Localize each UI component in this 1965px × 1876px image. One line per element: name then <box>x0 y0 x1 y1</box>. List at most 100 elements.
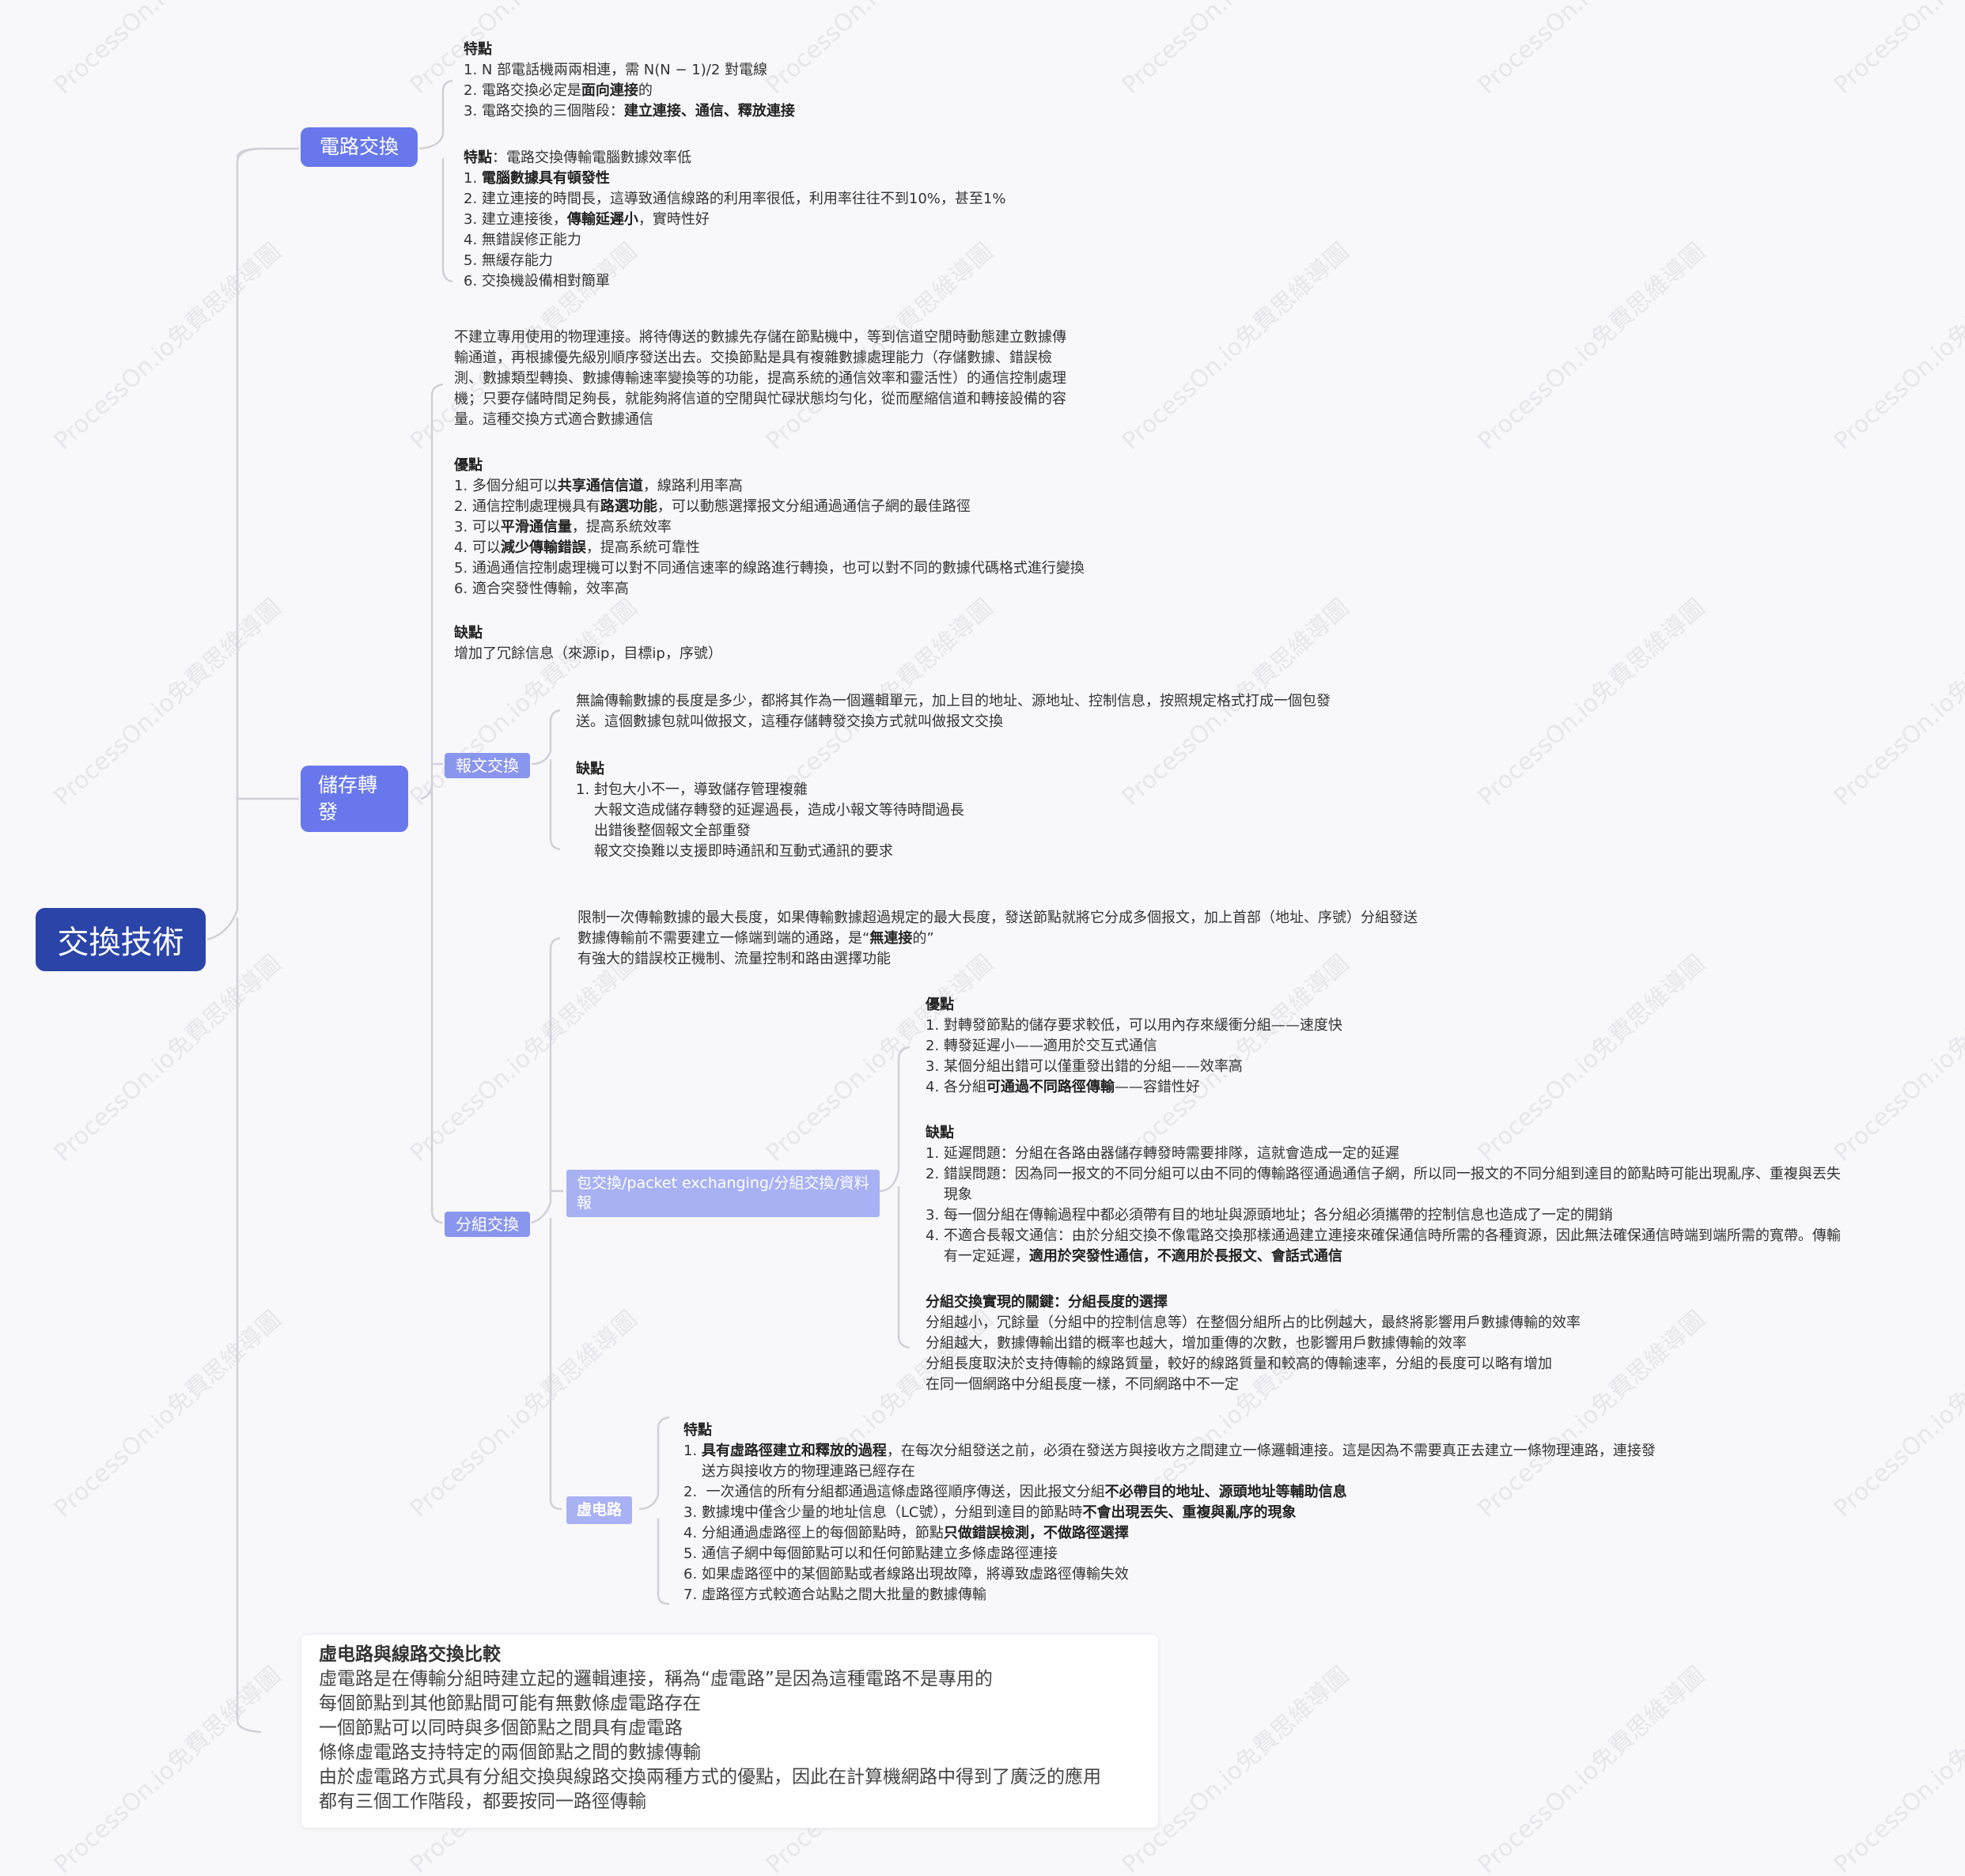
text-segment: 4. 各分組 <box>926 1079 986 1095</box>
bold-segment: 傳輸延遲小 <box>566 211 638 228</box>
text-segment: 5. 無緩存能力 <box>464 252 553 269</box>
store-forward-intro: 不建立專用使用的物理連接。將待傳送的數據先存儲在節點機中，等到信道空閒時動態建立… <box>454 327 1066 430</box>
text-line: 優點 <box>926 995 1342 1016</box>
text-line: 5. 通信子網中每個節點可以和任何節點建立多條虛路徑連接 <box>683 1544 1656 1564</box>
text-line: 3. 建立連接後，傳輸延遲小，實時性好 <box>464 210 1005 230</box>
text-line: 2. 轉發延遲小——適用於交互式通信 <box>926 1036 1342 1057</box>
text-segment: 1. <box>683 1443 702 1459</box>
virtual-circuit-node[interactable]: 虛电路 <box>566 1496 633 1524</box>
watermark-text: ProcessOn.io免費思維導圖 <box>49 1662 286 1876</box>
text-segment: 4. 無錯誤修正能力 <box>464 232 581 248</box>
text-line: 缺點 <box>576 759 964 780</box>
watermark-text: ProcessOn.io免費思維導圖 <box>49 594 286 811</box>
text-segment: 6. 交換機設備相對簡單 <box>464 273 610 289</box>
watermark-text: ProcessOn.io免費思維導圖 <box>1117 238 1354 456</box>
circuit-switching-label: 電路交換 <box>320 135 399 158</box>
text-line: 有一定延遲，適用於突發性通信，不適用於長报文、會話式通信 <box>926 1246 1841 1267</box>
text-segment: 條條虛電路支持特定的兩個節點之間的數據傳輸 <box>319 1742 701 1763</box>
text-segment: 2. 一次通信的所有分組都通過這條虛路徑順序傳送，因此报文分組 <box>683 1484 1105 1500</box>
bold-segment: 減少傳輸錯誤 <box>500 539 586 556</box>
text-segment: 都有三個工作階段，都要按同一路徑傳輸 <box>319 1791 646 1812</box>
connector-root-store <box>236 790 299 800</box>
bold-segment: 建立連接、通信、釋放連接 <box>623 103 795 119</box>
text-segment: 1. 延遲問題：分組在各路由器儲存轉發時需要排隊，這就會造成一定的延遲 <box>926 1145 1399 1162</box>
message-switching-node[interactable]: 報文交換 <box>445 753 530 778</box>
bold-segment: 電腦數據具有頓發性 <box>481 170 610 187</box>
watermark-text: ProcessOn.io免費思維導圖 <box>1473 594 1710 811</box>
watermark-text: ProcessOn.io免費思維導圖 <box>1117 0 1354 100</box>
root-node[interactable]: 交換技術 <box>36 908 206 971</box>
text-line: 4. 各分組可通過不同路徑傳輸——容錯性好 <box>926 1077 1342 1098</box>
text-line: 4. 可以減少傳輸錯誤，提高系統可靠性 <box>454 538 1085 558</box>
circuit-switching-node[interactable]: 電路交換 <box>301 127 418 167</box>
text-line: 都有三個工作階段，都要按同一路徑傳輸 <box>319 1790 1141 1814</box>
text-segment: 報文交換難以支援即時通訊和互動式通訊的要求 <box>576 843 893 860</box>
packet-switching-node[interactable]: 分組交換 <box>445 1212 530 1237</box>
text-line: 5. 通過通信控制處理機可以對不同通信速率的線路進行轉換，也可以對不同的數據代碼… <box>454 558 1085 579</box>
text-line: 7. 虛路徑方式較適合站點之間大批量的數據傳輸 <box>683 1585 1656 1606</box>
watermark-text: ProcessOn.io免費思維導圖 <box>1829 1662 1965 1876</box>
connector-message <box>531 709 561 851</box>
bold-segment: 無連接 <box>869 930 913 947</box>
text-segment: 3. 電路交換的三個階段： <box>464 103 624 119</box>
bold-segment: 具有虛路徑建立和釋放的過程 <box>701 1443 887 1459</box>
text-segment: 2. 電路交換必定是 <box>464 82 581 99</box>
store-forward-node[interactable]: 儲存轉發 <box>301 766 408 832</box>
comparison-callout[interactable]: 虛电路與線路交換比較虛電路是在傳輸分組時建立起的邏輯連接，稱為“虛電路”是因為這… <box>301 1634 1159 1829</box>
text-segment: 2. 轉發延遲小——適用於交互式通信 <box>926 1038 1157 1054</box>
datagram-node[interactable]: 包交換/packet exchanging/分組交換/資料報 <box>566 1170 880 1217</box>
text-line: 6. 如果虛路徑中的某個節點或者線路出現故障，將導致虛路徑傳輸失效 <box>683 1564 1656 1585</box>
text-line: 2. 通信控制處理機具有路選功能，可以動態選擇报文分組通過通信子網的最佳路徑 <box>454 497 1085 517</box>
text-segment: ，實時性好 <box>638 211 710 228</box>
bold-segment: 不會出現丟失、重複與亂序的現象 <box>1082 1504 1297 1521</box>
text-segment: ：電路交換傳輸電腦數據效率低 <box>492 149 691 166</box>
text-line: 1. 多個分組可以共享通信信道，線路利用率高 <box>454 476 1085 497</box>
text-segment: 送方與接收方的物理連路已經存在 <box>683 1463 915 1480</box>
bold-segment: 面向連接 <box>581 82 638 99</box>
text-line: 在同一個網路中分組長度一樣，不同網路中不一定 <box>926 1375 1581 1395</box>
connector-virtual <box>638 1416 670 1606</box>
watermark-text: ProcessOn.io免費思維導圖 <box>1829 238 1965 456</box>
text-line: 測、數據類型轉換、數據傳輸速率變換等的功能，提高系統的通信效率和靈活性）的通信控… <box>454 369 1066 389</box>
bold-segment: 特點 <box>464 149 492 166</box>
text-segment: 的” <box>912 930 934 947</box>
text-segment: 每個節點到其他節點間可能有無數條虛電路存在 <box>319 1693 701 1714</box>
bold-segment: 缺點 <box>926 1125 954 1141</box>
text-line: 由於虛電路方式具有分組交換與線路交換兩種方式的優點，因此在計算機網路中得到了廣泛… <box>319 1765 1141 1790</box>
text-line: 數據傳輸前不需要建立一條端到端的通路，是“無連接的” <box>577 929 1418 949</box>
text-segment: 的 <box>638 82 653 99</box>
bold-segment: 缺點 <box>454 625 483 641</box>
text-segment: 虛電路是在傳輸分組時建立起的邏輯連接，稱為“虛電路”是因為這種電路不是專用的 <box>319 1669 993 1689</box>
bold-segment: 不必帶目的地址、源頭地址等輔助信息 <box>1104 1484 1347 1500</box>
datagram-label: 包交換/packet exchanging/分組交換/資料報 <box>577 1174 869 1212</box>
text-line: 虛電路是在傳輸分組時建立起的邏輯連接，稱為“虛電路”是因為這種電路不是專用的 <box>319 1667 1141 1692</box>
connector-root <box>206 147 262 1734</box>
text-line: 機；只要存儲時間足夠長，就能夠將信道的空閒與忙碌狀態均勻化，從而壓縮信道和轉接設… <box>454 389 1066 410</box>
text-line: 1. 延遲問題：分組在各路由器儲存轉發時需要排隊，這就會造成一定的延遲 <box>926 1144 1841 1164</box>
text-line: 每個節點到其他節點間可能有無數條虛電路存在 <box>319 1692 1141 1716</box>
text-segment: 在同一個網路中分組長度一樣，不同網路中不一定 <box>926 1376 1239 1393</box>
text-segment: 1. <box>464 170 482 187</box>
text-segment: 1. 對轉發節點的儲存要求較低，可以用內存來緩衝分組——速度快 <box>926 1017 1342 1034</box>
text-line: 1. 電腦數據具有頓發性 <box>464 168 1005 189</box>
text-line: 不建立專用使用的物理連接。將待傳送的數據先存儲在節點機中，等到信道空閒時動態建立… <box>454 327 1066 348</box>
text-segment: 由於虛電路方式具有分組交換與線路交換兩種方式的優點，因此在計算機網路中得到了廣泛… <box>319 1767 1101 1787</box>
text-line: 送方與接收方的物理連路已經存在 <box>683 1462 1656 1482</box>
bold-segment: 特點 <box>683 1422 712 1439</box>
message-switching-label: 報文交換 <box>456 756 519 775</box>
packet-switching-label: 分組交換 <box>456 1215 519 1234</box>
text-segment: 3. 某個分組出錯可以僅重發出錯的分組——效率高 <box>926 1058 1243 1075</box>
packet-length-key: 分組交換實現的關鍵：分組長度的選擇分組越小，冗餘量（分組中的控制信息等）在整個分… <box>926 1292 1581 1395</box>
text-line: 一個節點可以同時與多個節點之間具有虛電路 <box>319 1716 1141 1741</box>
text-line: 4. 無錯誤修正能力 <box>464 230 1005 251</box>
text-line: 3. 可以平滑通信量，提高系統效率 <box>454 517 1085 538</box>
text-segment: ，提高系統可靠性 <box>585 539 700 556</box>
text-line: 增加了冗餘信息（來源ip，目標ip，序號） <box>454 644 722 664</box>
text-line: 1. 封包大小不一，導致儲存管理複雜 <box>576 780 964 800</box>
text-segment: 現象 <box>926 1186 972 1203</box>
bold-segment: 平滑通信量 <box>500 519 572 535</box>
